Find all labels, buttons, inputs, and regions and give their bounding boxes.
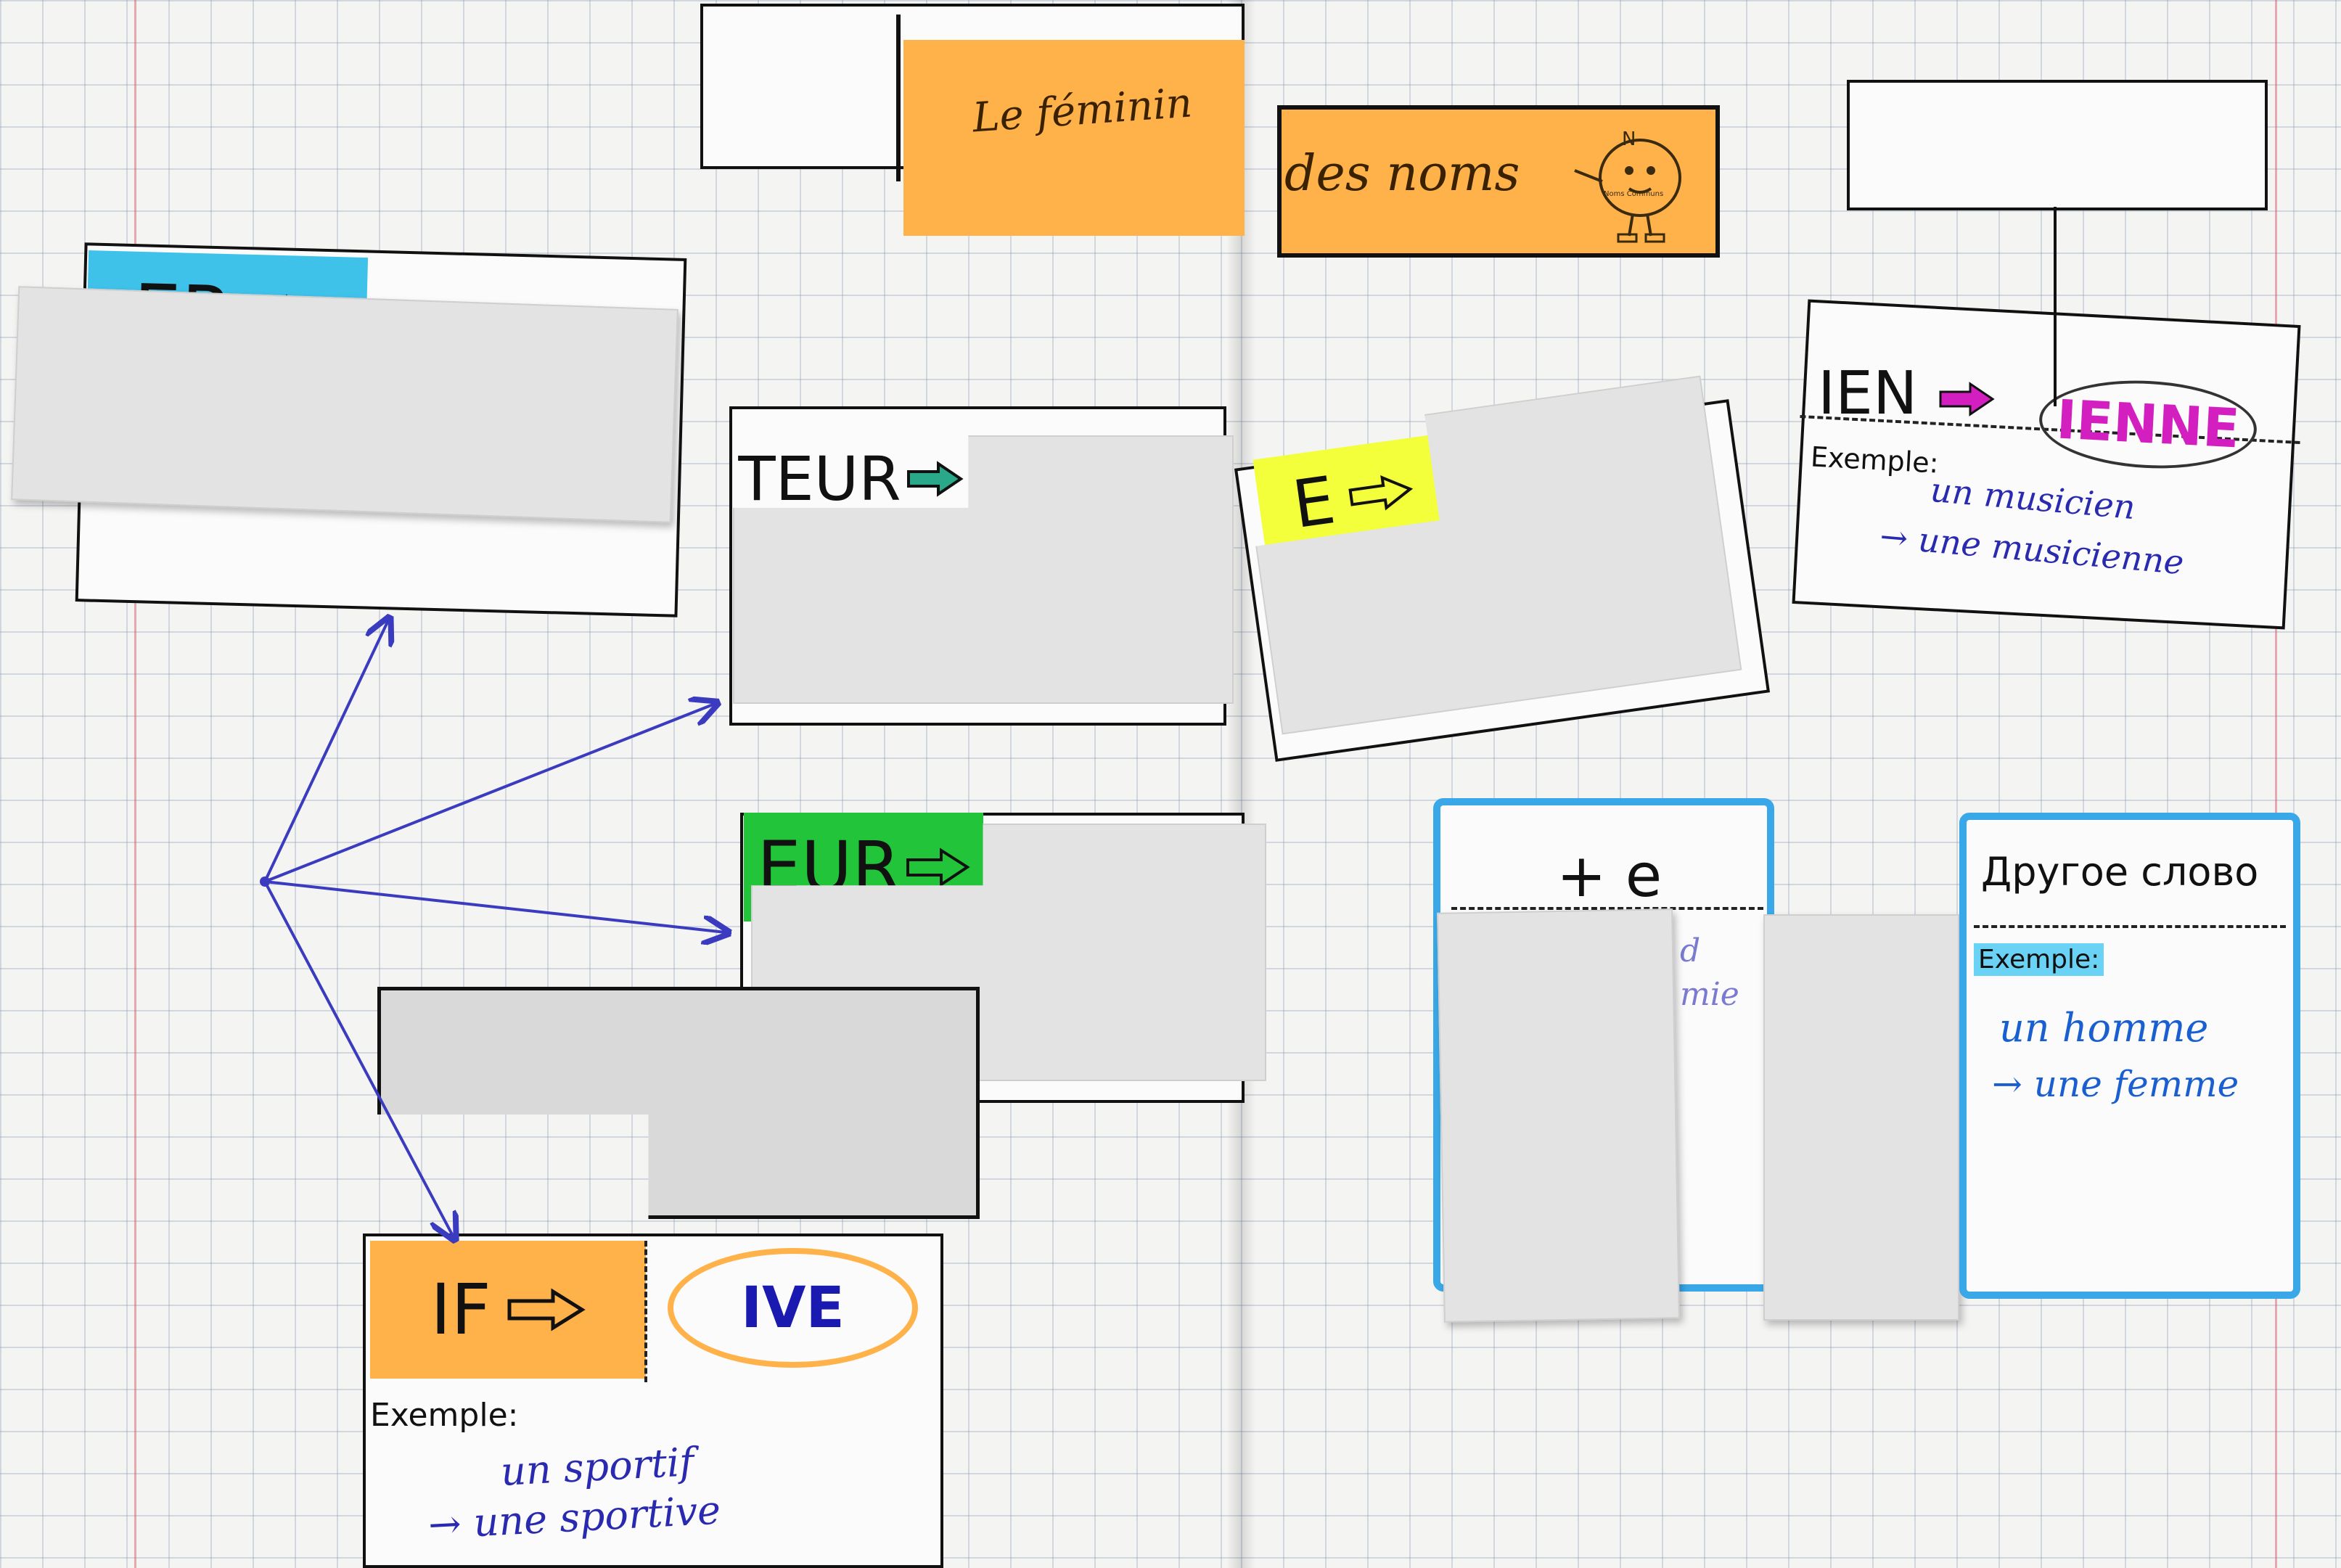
card-e-tab: E <box>1253 433 1454 561</box>
arrow-right-icon <box>906 847 970 887</box>
right-margin-line <box>2275 0 2277 1568</box>
card-autre-example-line2: → une femme <box>1992 1063 2239 1105</box>
card-teur-label: TEUR <box>738 443 901 514</box>
arrow-right-icon <box>1938 381 1996 420</box>
arrow-right-icon <box>1348 475 1414 511</box>
card-autre-label: Другое слово <box>1981 849 2259 895</box>
left-margin-line <box>134 0 136 1568</box>
arrow-to-teur <box>264 704 715 883</box>
card-if-label: IF <box>430 1269 491 1350</box>
svg-text:N: N <box>1622 128 1636 150</box>
title-orange-left <box>903 40 1245 236</box>
card-autre-example-line1: un homme <box>1999 1005 2209 1051</box>
mascot-icon: N <box>1560 120 1705 250</box>
title-divider <box>896 15 901 181</box>
card-if-tab: IF <box>370 1241 646 1379</box>
mascot-caption: Noms Communs <box>1604 190 1664 198</box>
card-plus-e-label: + e <box>1557 842 1663 911</box>
card-if-result: IVE <box>741 1275 845 1341</box>
arrow-to-er <box>263 620 388 882</box>
arrow-to-eur <box>264 880 726 932</box>
card-if-result-oval: IVE <box>668 1248 918 1368</box>
card-plus-e-hidden1: d <box>1680 932 1701 969</box>
arrow-right-icon <box>507 1288 586 1331</box>
arrow-to-if <box>263 881 454 1237</box>
title-banner-right <box>1277 105 1720 258</box>
card-if-example-label: Exemple: <box>370 1397 519 1434</box>
card-ien-frame-line <box>2054 207 2057 406</box>
card-plus-e-fold <box>1451 907 1763 910</box>
card-autre <box>1959 813 2300 1299</box>
arrow-origin-dot <box>260 877 270 887</box>
notebook-spine <box>1226 0 1255 1568</box>
card-autre-example-label: Exemple: <box>1974 943 2104 976</box>
card-plus-e-hidden2: mie <box>1680 976 1739 1013</box>
card-ien-top <box>1847 80 2268 210</box>
arrow-right-icon <box>906 461 964 497</box>
title-part2: des noms <box>1284 145 1520 202</box>
card-autre-flap[interactable] <box>1763 914 1959 1321</box>
card-if-fold <box>644 1241 647 1382</box>
right-notebook-page <box>1241 0 2341 1568</box>
card-ien-label: IEN <box>1818 359 1918 428</box>
card-autre-fold <box>1974 925 2286 928</box>
